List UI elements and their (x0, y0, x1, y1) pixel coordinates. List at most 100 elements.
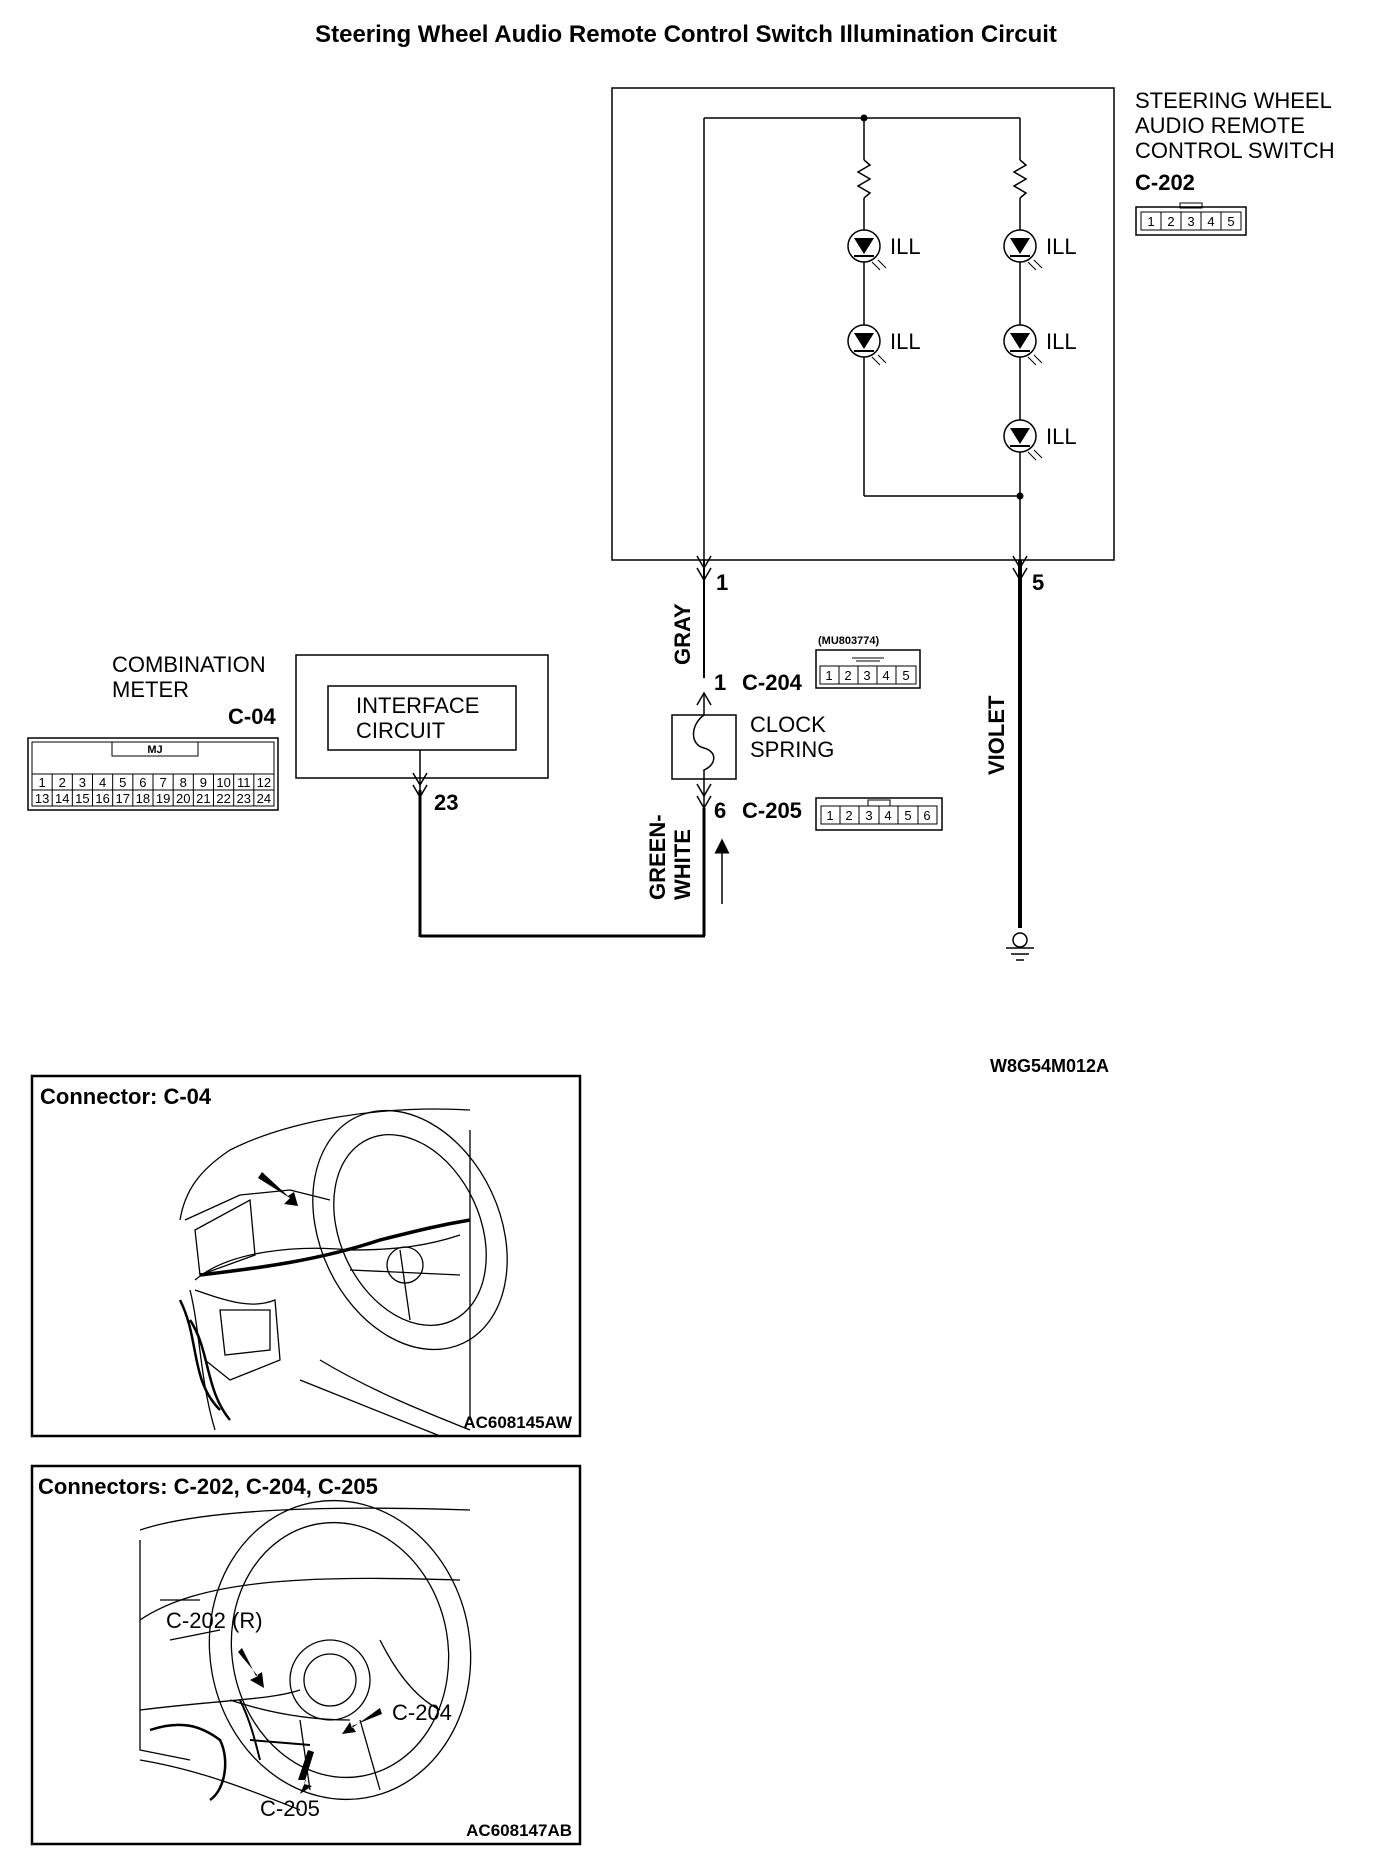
c04-pin-label: 1 (38, 775, 45, 790)
c04-pin-label: 20 (176, 791, 190, 806)
steering-switch-name-3: CONTROL SWITCH (1135, 138, 1335, 163)
c04-pin-label: 10 (216, 775, 230, 790)
combination-meter-name-2: METER (112, 677, 189, 702)
combination-meter-name-1: COMBINATION (112, 652, 266, 677)
clock-spring-name-2: SPRING (750, 737, 834, 762)
svg-text:4: 4 (884, 808, 891, 823)
c204-part-number: (MU803774) (818, 635, 879, 647)
connector-c204-face: 1 2 3 4 5 (815, 649, 921, 689)
c04-pin-label: 8 (180, 775, 187, 790)
c04-pin-label: 6 (139, 775, 146, 790)
svg-text:5: 5 (1227, 214, 1234, 229)
location-arrow-icon (342, 1708, 382, 1734)
led-icon: ILL (1003, 229, 1077, 271)
dashboard-illustration (178, 1108, 508, 1437)
c04-pin-label: 23 (237, 791, 251, 806)
steering-terminal-1: 1 (716, 570, 728, 595)
svg-text:5: 5 (904, 808, 911, 823)
c04-pin-label: 12 (257, 775, 271, 790)
callout-c205: C-205 (260, 1796, 320, 1821)
diagram-title: Steering Wheel Audio Remote Control Swit… (315, 21, 1057, 48)
steering-switch-name-1: STEERING WHEEL (1135, 88, 1332, 113)
panel-code: AC608147AB (466, 1821, 572, 1840)
steering-switch-block: ILL ILL ILL ILL ILL STEERING WHEEL (611, 87, 1335, 561)
combination-meter-box (295, 654, 549, 779)
connector-c205-label: C-205 (742, 798, 802, 823)
resistor-icon-right (1012, 159, 1028, 199)
c04-pin-label: 5 (119, 775, 126, 790)
location-panel-c202-c204-c205: Connectors: C-202, C-204, C-205 AC608147… (30, 1464, 582, 1846)
connector-c04-label: C-04 (228, 704, 276, 729)
svg-text:ILL: ILL (1046, 329, 1077, 354)
svg-text:4: 4 (882, 668, 889, 683)
clock-spring-block: 1 C-204 (MU803774) 1 2 3 4 5 CLOCK SPRIN… (671, 635, 943, 831)
svg-text:1: 1 (825, 668, 832, 683)
led-icon: ILL (847, 229, 921, 271)
led-icon: ILL (847, 324, 921, 366)
svg-text:ILL: ILL (1046, 424, 1077, 449)
svg-text:3: 3 (863, 668, 870, 683)
connector-c205-face: 1 2 3 4 5 6 (815, 797, 943, 831)
svg-text:2: 2 (844, 668, 851, 683)
wire-green-white-label-2: WHITE (670, 829, 695, 900)
callout-c202: C-202 (R) (166, 1608, 263, 1633)
combination-meter-block: COMBINATION METER C-04 INTERFACE CIRCUIT… (27, 652, 549, 815)
svg-text:ILL: ILL (890, 329, 921, 354)
c04-pin-label: 11 (237, 775, 251, 790)
meter-terminal-23: 23 (434, 790, 458, 815)
svg-text:2: 2 (845, 808, 852, 823)
location-panel-c04: Connector: C-04 AC608145AW (30, 1074, 582, 1438)
c04-pin-label: 14 (55, 791, 69, 806)
c04-pin-label: 7 (159, 775, 166, 790)
c04-pin-label: 19 (156, 791, 170, 806)
c04-pin-label: 3 (79, 775, 86, 790)
wire-violet-label: VIOLET (984, 695, 1009, 775)
ground-icon (1006, 932, 1034, 961)
connector-c202-face: 1 2 3 4 5 (1135, 202, 1247, 236)
connector-c204-label: C-204 (742, 670, 803, 695)
interface-circuit-1: INTERFACE (356, 693, 479, 718)
interface-circuit-2: CIRCUIT (356, 718, 445, 743)
location-arrow-icon (298, 1750, 314, 1794)
c04-pin-label: 2 (59, 775, 66, 790)
led-icon: ILL (1003, 324, 1077, 366)
wire-green-white-label-1: GREEN- (645, 814, 670, 900)
resistor-icon-left (856, 159, 872, 199)
svg-text:3: 3 (1187, 214, 1194, 229)
svg-text:ILL: ILL (890, 234, 921, 259)
c04-pin-label: 24 (257, 791, 271, 806)
clock-spring-icon (692, 714, 715, 779)
c04-pin-label: 17 (116, 791, 130, 806)
diagram-code: W8G54M012A (990, 1056, 1109, 1076)
steering-switch-name-2: AUDIO REMOTE (1135, 113, 1305, 138)
steering-terminal-5: 5 (1032, 570, 1044, 595)
panel-heading: Connector: C-04 (40, 1084, 212, 1109)
svg-text:ILL: ILL (1046, 234, 1077, 259)
steering-wheel-illustration (139, 1499, 472, 1811)
svg-text:MJ: MJ (147, 744, 162, 756)
svg-text:1: 1 (1147, 214, 1154, 229)
panel-code: AC608145AW (463, 1413, 573, 1432)
connector-c202-label: C-202 (1135, 170, 1195, 195)
c204-pin: 1 (714, 670, 726, 695)
clock-spring-name-1: CLOCK (750, 712, 826, 737)
c04-pin-label: 9 (200, 775, 207, 790)
c04-pin-label: 21 (196, 791, 210, 806)
c04-pin-label: 18 (136, 791, 150, 806)
panel-heading: Connectors: C-202, C-204, C-205 (38, 1474, 378, 1499)
led-icon: ILL (1003, 419, 1077, 461)
c04-pin-label: 13 (35, 791, 49, 806)
svg-text:3: 3 (865, 808, 872, 823)
c205-pin: 6 (714, 798, 726, 823)
c04-pin-label: 4 (99, 775, 106, 790)
location-arrow-icon (238, 1648, 264, 1688)
interface-circuit-box (327, 685, 517, 751)
steering-switch-box (611, 87, 1115, 561)
svg-text:6: 6 (923, 808, 930, 823)
svg-text:2: 2 (1167, 214, 1174, 229)
svg-text:1: 1 (826, 808, 833, 823)
location-arrow-icon (258, 1172, 298, 1206)
svg-text:4: 4 (1207, 214, 1214, 229)
